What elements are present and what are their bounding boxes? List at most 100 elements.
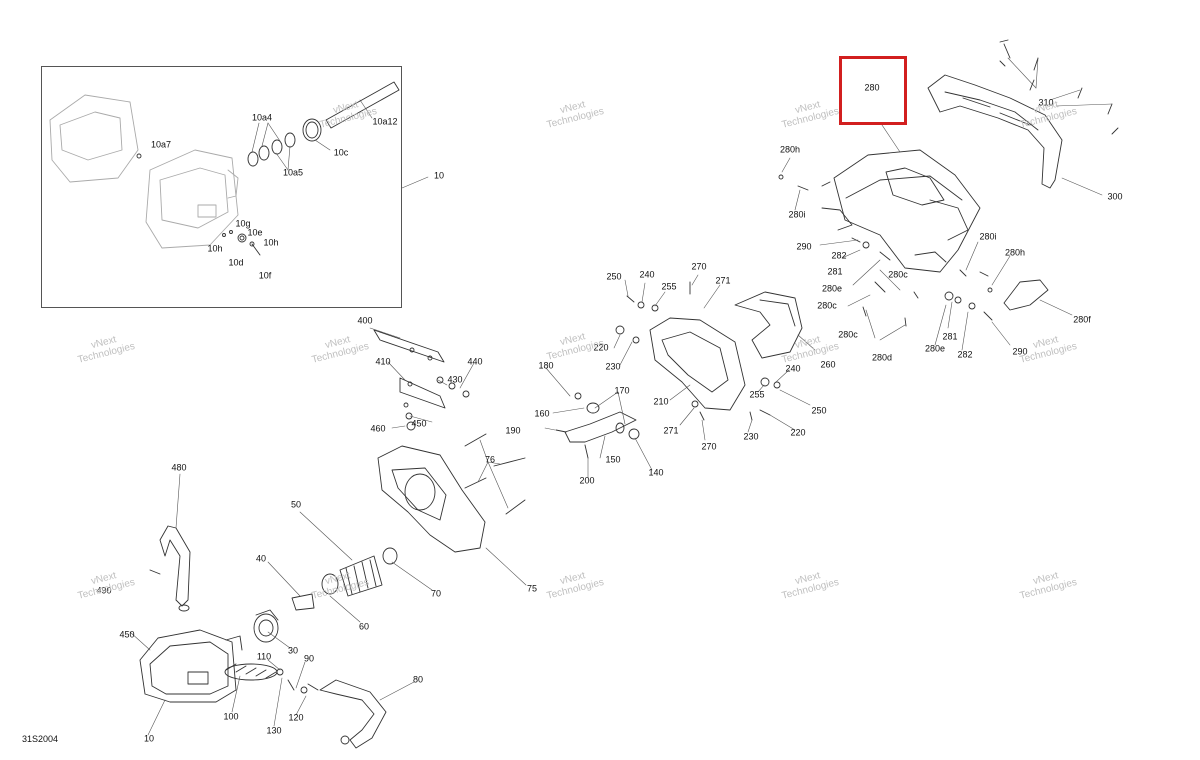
- callout-280c-b[interactable]: 280c: [817, 300, 837, 311]
- callout-282-a[interactable]: 282: [831, 250, 847, 261]
- cable-480-drawing: [149, 525, 191, 612]
- callout-230-a[interactable]: 230: [605, 361, 621, 372]
- callout-200[interactable]: 200: [579, 475, 595, 486]
- callout-280c-c[interactable]: 280c: [838, 329, 858, 340]
- lower-leaders: [129, 473, 433, 736]
- callout-10d[interactable]: 10d: [228, 257, 244, 268]
- callout-400[interactable]: 400: [357, 315, 373, 326]
- ring-30-drawing: [253, 609, 279, 643]
- callout-10g[interactable]: 10g: [235, 218, 251, 229]
- middle-leaders: [613, 274, 816, 441]
- callout-280c-a[interactable]: 280c: [888, 269, 908, 280]
- strap-260-drawing: [734, 291, 803, 359]
- callout-480[interactable]: 480: [171, 462, 187, 473]
- callout-120[interactable]: 120: [288, 712, 304, 723]
- callout-255-a[interactable]: 255: [661, 281, 677, 292]
- callout-90[interactable]: 90: [303, 653, 315, 664]
- callout-10e[interactable]: 10e: [247, 227, 263, 238]
- top-right-fasteners: [778, 39, 1119, 327]
- callout-282-b[interactable]: 282: [957, 349, 973, 360]
- callout-410[interactable]: 410: [375, 356, 391, 367]
- module-10-drawing: [139, 629, 243, 703]
- callout-290-b[interactable]: 290: [1012, 346, 1028, 357]
- inset-module-drawing: [49, 94, 239, 249]
- callout-270-b[interactable]: 270: [701, 441, 717, 452]
- callout-280-highlight[interactable]: 280: [864, 82, 880, 93]
- callout-80[interactable]: 80: [412, 674, 424, 685]
- callout-280e-b[interactable]: 280e: [924, 343, 946, 354]
- callout-255-b[interactable]: 255: [749, 389, 765, 400]
- callout-150[interactable]: 150: [605, 454, 621, 465]
- arm-leaders: [369, 327, 653, 479]
- callout-280h-b[interactable]: 280h: [1004, 247, 1026, 258]
- callout-280i-b[interactable]: 280i: [979, 231, 997, 242]
- callout-10a7[interactable]: 10a7: [150, 139, 172, 150]
- callout-430[interactable]: 430: [447, 374, 463, 385]
- callout-240-a[interactable]: 240: [639, 269, 655, 280]
- housing-75-drawing: [377, 445, 486, 553]
- callout-281-b[interactable]: 281: [942, 331, 958, 342]
- callout-40[interactable]: 40: [255, 553, 267, 564]
- callout-60[interactable]: 60: [358, 621, 370, 632]
- bellows-50-drawing: [291, 547, 398, 611]
- callout-280h-a[interactable]: 280h: [779, 144, 801, 155]
- callout-310[interactable]: 310: [1038, 97, 1054, 108]
- housing-leaders: [477, 439, 527, 586]
- callout-260[interactable]: 260: [820, 359, 836, 370]
- callout-110[interactable]: 110: [256, 651, 272, 662]
- callout-10h-b[interactable]: 10h: [263, 237, 279, 248]
- callout-230-b[interactable]: 230: [743, 431, 759, 442]
- arm-150-drawing: [555, 392, 640, 459]
- callout-70[interactable]: 70: [430, 588, 442, 599]
- callout-10a12[interactable]: 10a12: [372, 116, 398, 127]
- callout-190[interactable]: 190: [505, 425, 521, 436]
- callout-280d[interactable]: 280d: [871, 352, 893, 363]
- callout-170[interactable]: 170: [614, 385, 630, 396]
- callout-271-b[interactable]: 271: [663, 425, 679, 436]
- document-code: 31S2004: [22, 734, 59, 744]
- callout-180[interactable]: 180: [538, 360, 554, 371]
- callout-220-a[interactable]: 220: [593, 342, 609, 353]
- callout-290-a[interactable]: 290: [796, 241, 812, 252]
- callout-130[interactable]: 130: [266, 725, 282, 736]
- callout-280i-a[interactable]: 280i: [788, 209, 806, 220]
- callout-281-a[interactable]: 281: [827, 266, 843, 277]
- callout-50[interactable]: 50: [290, 499, 302, 510]
- callout-440[interactable]: 440: [467, 356, 483, 367]
- callout-240-b[interactable]: 240: [785, 363, 801, 374]
- callout-140[interactable]: 140: [648, 467, 664, 478]
- callout-10h-a[interactable]: 10h: [207, 243, 223, 254]
- callout-250-b[interactable]: 250: [811, 405, 827, 416]
- top-right-leaders: [781, 57, 1113, 351]
- callout-490[interactable]: 490: [96, 585, 112, 596]
- middle-fasteners: [615, 281, 781, 421]
- callout-10-bottom[interactable]: 10: [143, 733, 155, 744]
- spring-100-drawing: [224, 663, 319, 694]
- callout-10[interactable]: 10: [433, 170, 445, 181]
- callout-10a5[interactable]: 10a5: [282, 167, 304, 178]
- callout-160[interactable]: 160: [534, 408, 550, 419]
- callout-10c[interactable]: 10c: [333, 147, 349, 158]
- callout-300[interactable]: 300: [1107, 191, 1123, 202]
- callout-75[interactable]: 75: [526, 583, 538, 594]
- callout-10f[interactable]: 10f: [258, 270, 272, 281]
- callout-270-a[interactable]: 270: [691, 261, 707, 272]
- callout-76[interactable]: 76: [484, 454, 496, 465]
- callout-280e-a[interactable]: 280e: [821, 283, 843, 294]
- callout-450-a[interactable]: 450: [411, 418, 427, 429]
- callout-250-a[interactable]: 250: [606, 271, 622, 282]
- module-10-inset-frame: [41, 66, 402, 308]
- highlight-box-280[interactable]: [839, 56, 907, 125]
- callout-210[interactable]: 210: [653, 396, 669, 407]
- callout-460[interactable]: 460: [370, 423, 386, 434]
- callout-100[interactable]: 100: [223, 711, 239, 722]
- callout-271-a[interactable]: 271: [715, 275, 731, 286]
- bracket-400-410-drawing: [373, 329, 470, 431]
- callout-30[interactable]: 30: [287, 645, 299, 656]
- cover-280-drawing: [821, 149, 981, 273]
- callout-280f[interactable]: 280f: [1073, 314, 1091, 325]
- callout-220-b[interactable]: 220: [790, 427, 806, 438]
- callout-450-b[interactable]: 450: [119, 629, 135, 640]
- callout-10a4[interactable]: 10a4: [251, 112, 273, 123]
